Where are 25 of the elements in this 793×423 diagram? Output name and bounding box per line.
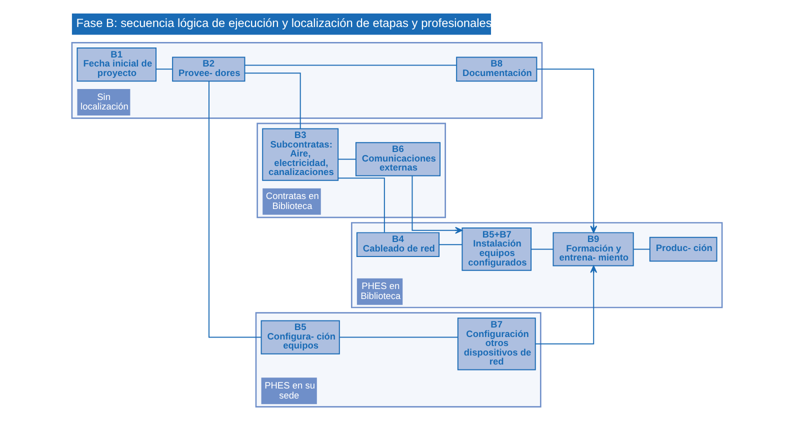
connector bbox=[338, 336, 458, 338]
connector bbox=[632, 248, 650, 250]
connector bbox=[155, 68, 172, 70]
node-box: B9 Formación y entrena- miento bbox=[552, 232, 634, 266]
node-box: B5 Configura- ción equipos bbox=[260, 320, 340, 354]
connector bbox=[244, 72, 300, 130]
arrow bbox=[536, 68, 597, 234]
node-box: B8 Documentación bbox=[456, 56, 537, 82]
connector bbox=[244, 64, 456, 66]
connector bbox=[530, 248, 554, 250]
node-box: B6 Comunicaciones externas bbox=[354, 142, 440, 176]
node-box: B2 Provee- dores bbox=[172, 56, 245, 82]
node-box: B5+B7 Instalación equipos configurados bbox=[461, 228, 532, 271]
diagram-title: Fase B: secuencia lógica de ejecución y localización de etapas y profesionales bbox=[76, 16, 492, 30]
connector bbox=[438, 244, 462, 246]
node-box: B4 Cableado de red bbox=[356, 232, 440, 258]
node-box: Produc- ción bbox=[648, 236, 717, 262]
arrow bbox=[534, 265, 597, 344]
connector bbox=[337, 178, 384, 233]
arrow bbox=[411, 175, 462, 234]
node-box: B7 Configuración otros dispositivos de red bbox=[456, 318, 536, 370]
connector bbox=[337, 158, 356, 160]
node-box: B1 Fecha inicial de proyecto bbox=[76, 47, 156, 82]
node-box: B3 Subcontratas: Aire, electricidad, canalizaciones bbox=[262, 128, 338, 181]
connector bbox=[208, 80, 262, 338]
